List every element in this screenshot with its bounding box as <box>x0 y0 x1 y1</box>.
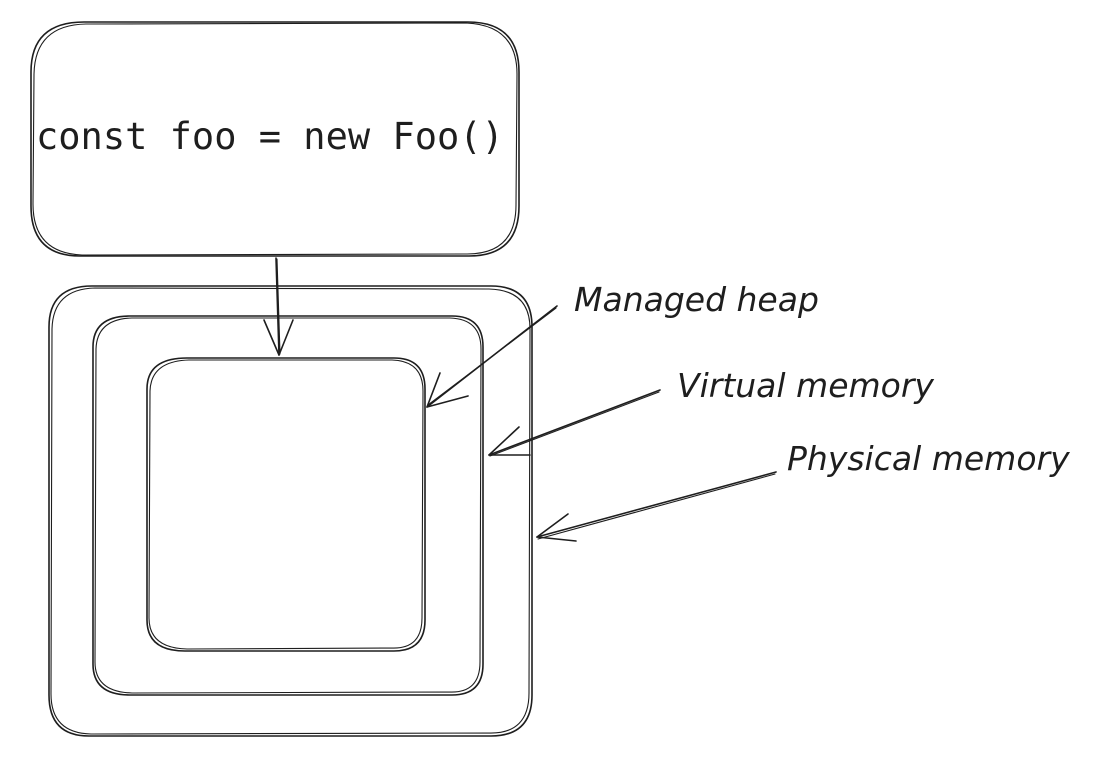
physical-memory-box <box>48 285 533 737</box>
physical-memory-arrow <box>536 471 777 542</box>
allocation-arrow <box>263 257 294 356</box>
managed-heap-arrow <box>426 305 558 408</box>
virtual-memory-box <box>92 315 484 696</box>
virtual-memory-arrow <box>488 389 661 457</box>
code-box: const foo = new Foo() <box>30 21 520 257</box>
virtual-memory-label: Virtual memory <box>677 366 934 405</box>
physical-memory-label: Physical memory <box>787 439 1070 478</box>
managed-heap-label: Managed heap <box>574 280 819 319</box>
managed-heap-box <box>146 357 426 652</box>
code-statement: const foo = new Foo() <box>36 115 504 158</box>
